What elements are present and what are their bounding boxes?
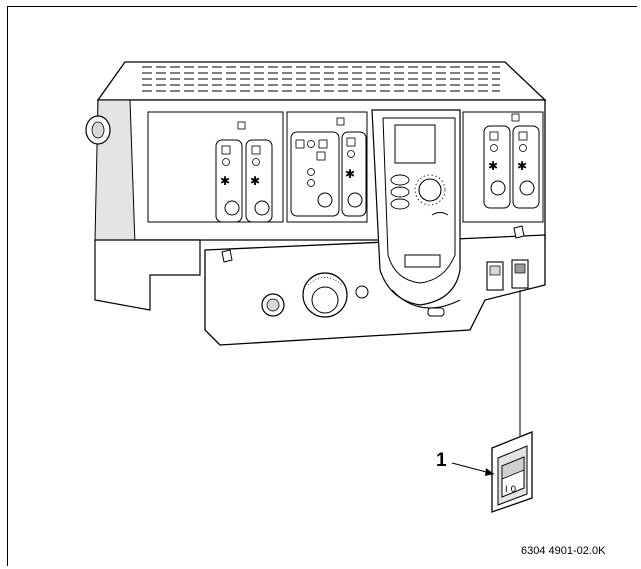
housing-top (96, 61, 547, 101)
figure-frame-left (7, 6, 8, 566)
callout-number: 1 (436, 450, 447, 471)
svg-text:✱: ✱ (517, 159, 527, 173)
svg-text:✱: ✱ (488, 159, 498, 173)
knob-icon (347, 192, 363, 208)
knob-icon (254, 200, 270, 216)
display-module (371, 109, 461, 306)
figure-code: 6304 4901-02.0K (521, 545, 606, 557)
svg-text:✱: ✱ (250, 174, 260, 188)
connector-icon (427, 307, 445, 317)
power-switch-icon: I 0 (491, 431, 533, 513)
knob-icon (490, 180, 506, 196)
lower-controls (221, 225, 529, 318)
module-slot-2: ✱ (286, 111, 368, 223)
svg-text:✱: ✱ (220, 174, 230, 188)
figure-frame-top (7, 6, 637, 7)
knob-icon (317, 192, 333, 208)
knob-icon (519, 180, 535, 196)
switch-label: I 0 (505, 485, 517, 495)
module-slot-3: ✱ ✱ (462, 111, 544, 223)
knob-icon (224, 200, 240, 216)
knob-icon (418, 178, 442, 202)
svg-text:✱: ✱ (345, 167, 355, 181)
display-screen-icon (394, 124, 436, 164)
module-slot-1: ✱ ✱ (147, 111, 284, 223)
